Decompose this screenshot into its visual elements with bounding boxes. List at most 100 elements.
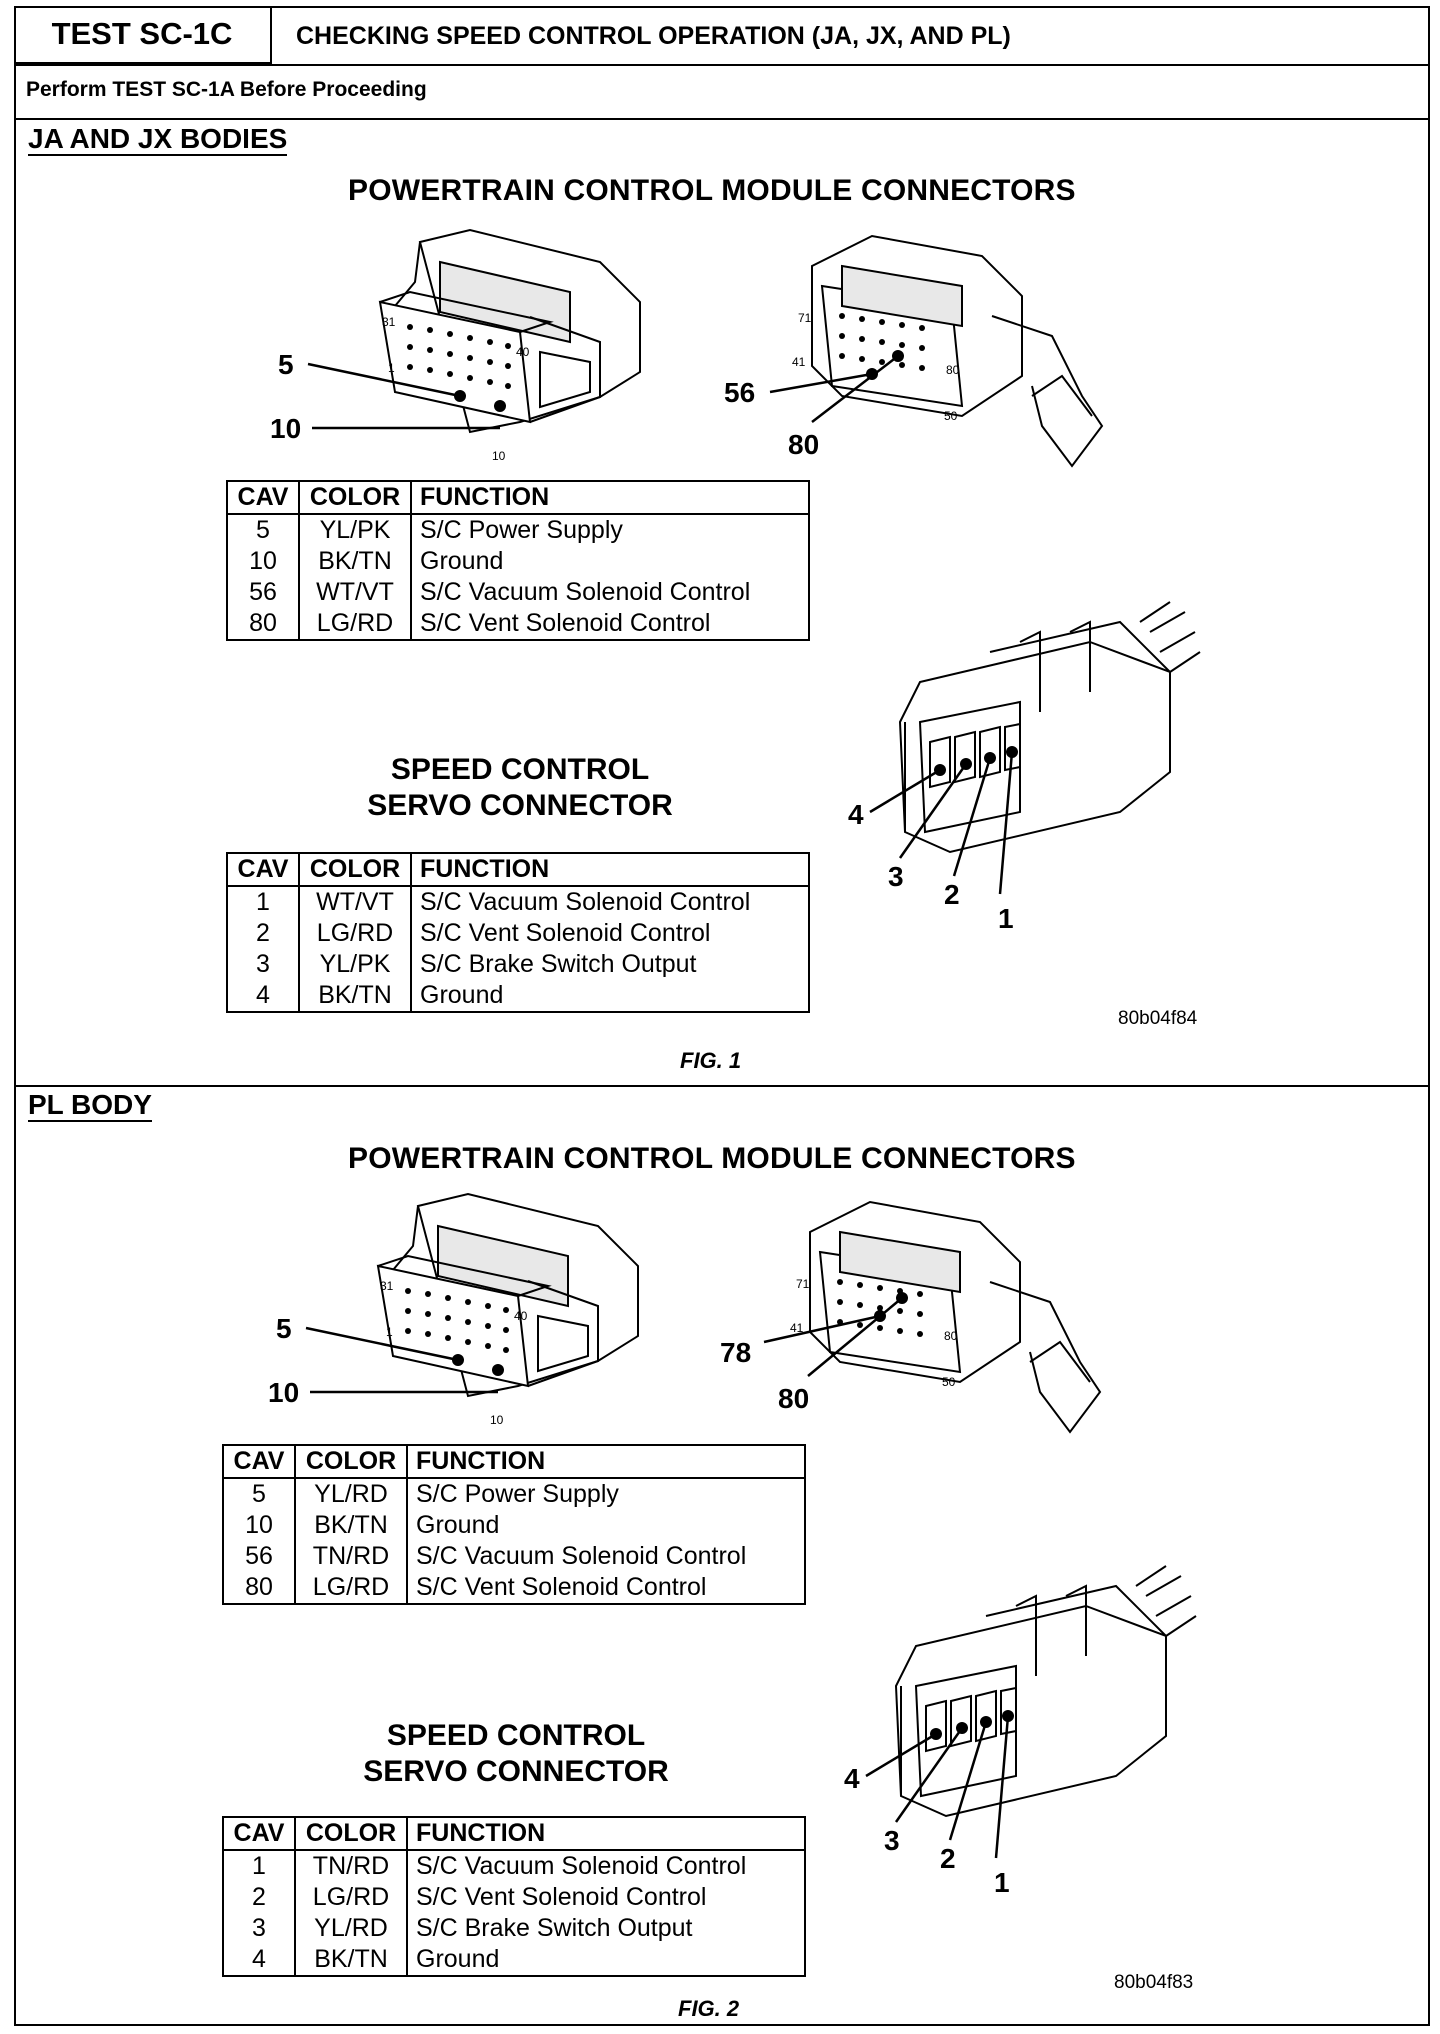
cell-cav: 2 xyxy=(226,918,300,949)
cell-color: TN/RD xyxy=(294,1850,408,1882)
cell-color: WT/VT xyxy=(298,886,412,918)
cell-color: LG/RD xyxy=(294,1882,408,1913)
servo-callout-4: 4 xyxy=(844,1763,860,1794)
cell-function: S/C Vacuum Solenoid Control xyxy=(410,577,810,608)
cell-cav: 80 xyxy=(222,1572,296,1605)
pcm-connector-left-illustration: 5 10 31 1 40 10 xyxy=(268,1192,639,1427)
cell-cav: 3 xyxy=(226,949,300,980)
servo-heading-line2: SERVO CONNECTOR xyxy=(363,1755,669,1788)
col-header-color: COLOR xyxy=(294,1444,408,1479)
cell-color: YL/RD xyxy=(294,1913,408,1944)
image-code-1: 80b04f84 xyxy=(1118,1008,1198,1029)
col-header-function: FUNCTION xyxy=(406,1444,806,1479)
cell-function: S/C Vent Solenoid Control xyxy=(406,1882,806,1913)
table-row: 10 BK/TN Ground xyxy=(226,546,810,577)
cell-function: S/C Vacuum Solenoid Control xyxy=(406,1850,806,1882)
pcm-pin-table-1: CAV COLOR FUNCTION 5 YL/PK S/C Power Sup… xyxy=(226,480,810,641)
pcm-connector-left-illustration: 5 10 31 1 40 10 xyxy=(270,228,641,463)
pcm-connector-right-illustration: 56 80 71 41 80 50 xyxy=(724,234,1104,468)
col-header-cav: CAV xyxy=(222,1444,296,1479)
pin-label-71: 71 xyxy=(796,1277,810,1291)
instruction-text: Perform TEST SC-1A Before Proceeding xyxy=(26,78,427,101)
cell-function: S/C Power Supply xyxy=(406,1478,806,1510)
cell-cav: 1 xyxy=(222,1850,296,1882)
cell-function: S/C Vacuum Solenoid Control xyxy=(406,1541,806,1572)
section-title-pl: PL BODY xyxy=(28,1089,152,1122)
table-row: 10 BK/TN Ground xyxy=(222,1510,806,1541)
cell-function: S/C Vacuum Solenoid Control xyxy=(410,886,810,918)
image-code-2: 80b04f83 xyxy=(1114,1972,1194,1993)
table-row: 1 TN/RD S/C Vacuum Solenoid Control xyxy=(222,1850,806,1882)
pcm-heading-2: POWERTRAIN CONTROL MODULE CONNECTORS xyxy=(348,1142,1076,1175)
callout-56: 56 xyxy=(724,377,755,408)
col-header-color: COLOR xyxy=(298,480,412,515)
cell-function: Ground xyxy=(410,980,810,1013)
servo-heading-2: SPEED CONTROL SERVO CONNECTOR xyxy=(336,1718,696,1790)
pin-label-71: 71 xyxy=(798,311,812,325)
cell-function: S/C Vent Solenoid Control xyxy=(410,918,810,949)
figure-label-1: FIG. 1 xyxy=(680,1048,742,1073)
cell-cav: 4 xyxy=(222,1944,296,1977)
servo-heading-line1: SPEED CONTROL xyxy=(386,1719,646,1752)
table-row: 56 TN/RD S/C Vacuum Solenoid Control xyxy=(222,1541,806,1572)
table-row: 5 YL/RD S/C Power Supply xyxy=(222,1478,806,1510)
callout-5: 5 xyxy=(278,349,294,380)
cell-color: BK/TN xyxy=(294,1510,408,1541)
cell-cav: 5 xyxy=(226,514,300,546)
cell-cav: 80 xyxy=(226,608,300,641)
cell-cav: 5 xyxy=(222,1478,296,1510)
table-row: 56 WT/VT S/C Vacuum Solenoid Control xyxy=(226,577,810,608)
cell-function: S/C Vent Solenoid Control xyxy=(410,608,810,641)
servo-heading-line2: SERVO CONNECTOR xyxy=(367,789,673,822)
cell-color: LG/RD xyxy=(294,1572,408,1605)
cell-color: YL/PK xyxy=(298,949,412,980)
pin-label-1: 1 xyxy=(388,361,395,375)
table-row: 2 LG/RD S/C Vent Solenoid Control xyxy=(226,918,810,949)
pin-label-80: 80 xyxy=(944,1329,958,1343)
cell-color: BK/TN xyxy=(298,546,412,577)
pcm-pin-table-2: CAV COLOR FUNCTION 5 YL/RD S/C Power Sup… xyxy=(222,1444,806,1605)
table-row: 1 WT/VT S/C Vacuum Solenoid Control xyxy=(226,886,810,918)
figure-label-2: FIG. 2 xyxy=(678,1996,740,2021)
servo-heading-line1: SPEED CONTROL xyxy=(390,753,650,786)
pin-label-40: 40 xyxy=(514,1309,528,1323)
pcm-connector-right-illustration: 78 80 71 41 80 50 xyxy=(720,1200,1102,1434)
cell-function: Ground xyxy=(406,1944,806,1977)
callout-78: 78 xyxy=(720,1337,751,1368)
servo-pin-table-1: CAV COLOR FUNCTION 1 WT/VT S/C Vacuum So… xyxy=(226,852,810,1013)
table-row: 3 YL/RD S/C Brake Switch Output xyxy=(222,1913,806,1944)
table-row: 4 BK/TN Ground xyxy=(226,980,810,1013)
col-header-function: FUNCTION xyxy=(410,480,810,515)
cell-function: Ground xyxy=(406,1510,806,1541)
pin-label-31: 31 xyxy=(380,1279,394,1293)
pin-label-80: 80 xyxy=(946,363,960,377)
pin-label-10: 10 xyxy=(492,449,506,463)
table-row: 4 BK/TN Ground xyxy=(222,1944,806,1977)
cell-color: BK/TN xyxy=(294,1944,408,1977)
cell-color: LG/RD xyxy=(298,918,412,949)
servo-connector-illustration: 4 3 2 1 xyxy=(844,1565,1197,1898)
servo-callout-2: 2 xyxy=(944,879,960,910)
pin-label-40: 40 xyxy=(516,345,530,359)
col-header-cav: CAV xyxy=(226,852,300,887)
col-header-color: COLOR xyxy=(298,852,412,887)
cell-cav: 3 xyxy=(222,1913,296,1944)
cell-cav: 10 xyxy=(226,546,300,577)
cell-color: LG/RD xyxy=(298,608,412,641)
table-row: 5 YL/PK S/C Power Supply xyxy=(226,514,810,546)
cell-cav: 1 xyxy=(226,886,300,918)
servo-callout-1: 1 xyxy=(994,1867,1010,1898)
cell-function: S/C Brake Switch Output xyxy=(406,1913,806,1944)
servo-callout-1: 1 xyxy=(998,903,1014,934)
servo-callout-4: 4 xyxy=(848,799,864,830)
callout-80: 80 xyxy=(788,429,819,460)
cell-color: BK/TN xyxy=(298,980,412,1013)
pin-label-50: 50 xyxy=(944,409,958,423)
pin-label-10: 10 xyxy=(490,1413,504,1427)
cell-cav: 56 xyxy=(226,577,300,608)
divider-instruction xyxy=(14,118,1430,120)
servo-callout-3: 3 xyxy=(884,1825,900,1856)
cell-cav: 10 xyxy=(222,1510,296,1541)
col-header-cav: CAV xyxy=(222,1816,296,1851)
cell-color: WT/VT xyxy=(298,577,412,608)
